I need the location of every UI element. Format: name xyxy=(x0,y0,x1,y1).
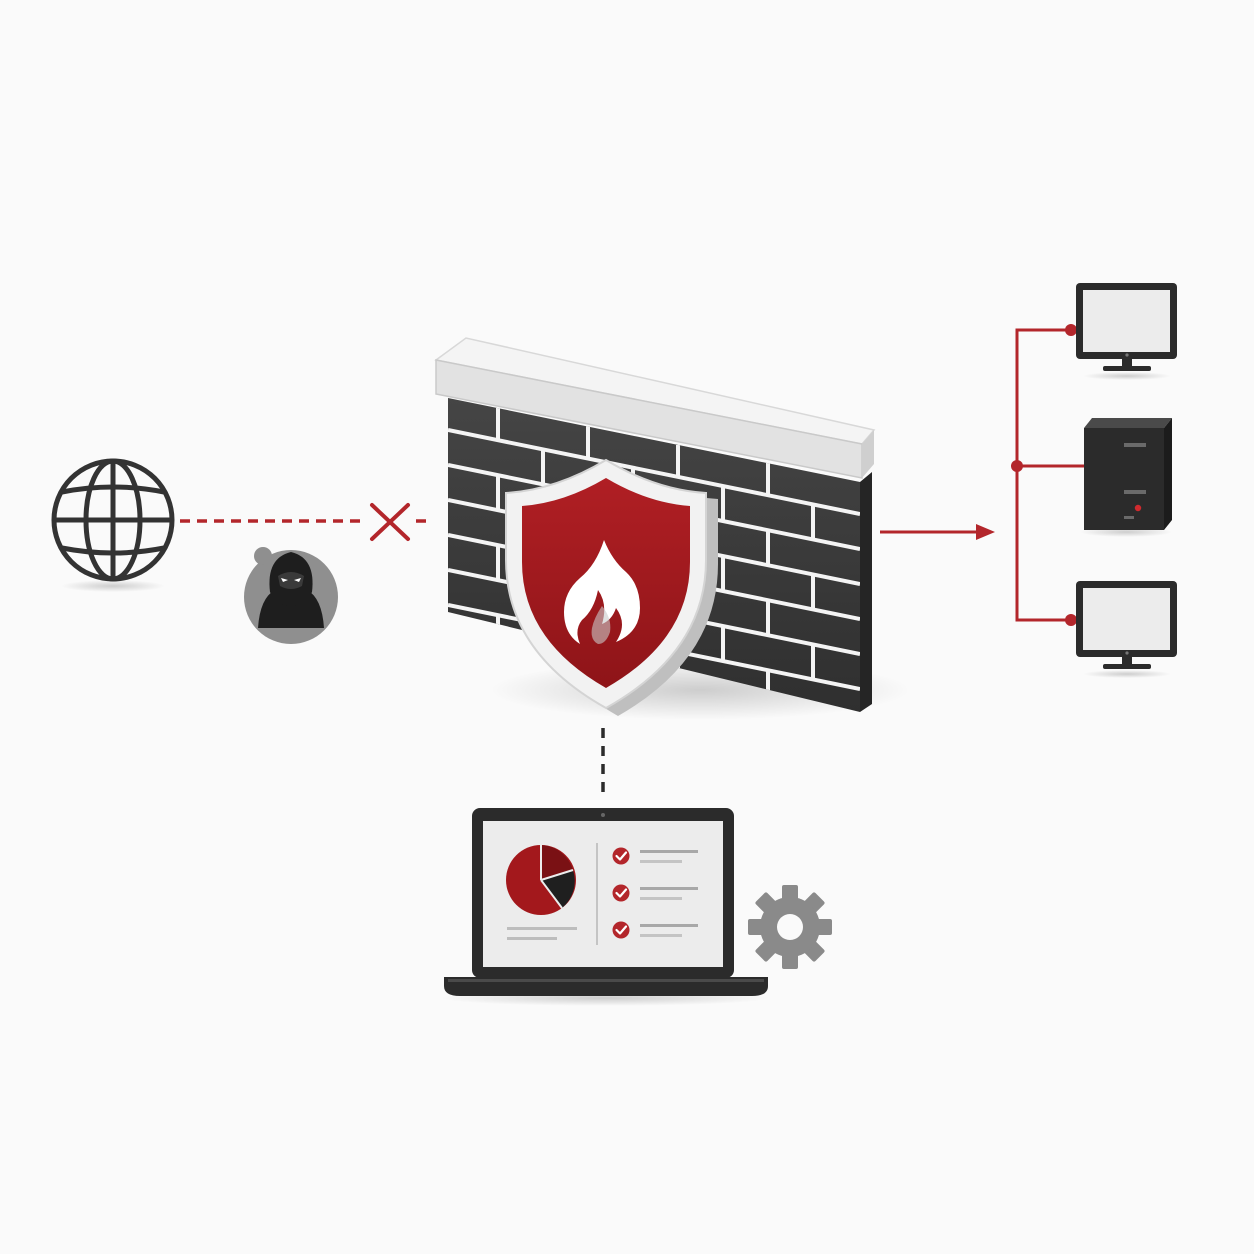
laptop-dashboard-icon xyxy=(440,808,770,1006)
gear-icon xyxy=(748,885,832,969)
internet-node xyxy=(51,458,175,592)
checklist xyxy=(612,847,698,939)
checklist-line xyxy=(640,860,682,863)
allowed-connection xyxy=(880,524,995,540)
server-tower-icon xyxy=(1080,418,1172,537)
firewall-node xyxy=(434,337,910,720)
flame-icon xyxy=(564,540,640,644)
pie-chart-icon xyxy=(506,845,576,915)
monitor-icon xyxy=(1076,283,1177,380)
chart-caption-line xyxy=(507,927,577,930)
globe-icon xyxy=(51,458,175,582)
chart-caption-line xyxy=(507,937,557,940)
monitor-icon xyxy=(1076,581,1177,678)
hacker-icon xyxy=(244,547,338,644)
check-circle-icon xyxy=(612,847,630,865)
checklist-line xyxy=(640,897,682,900)
check-circle-icon xyxy=(612,884,630,902)
shield-flame-icon xyxy=(505,458,718,716)
arrow-head-icon xyxy=(976,524,995,540)
checklist-line xyxy=(640,934,682,937)
network-bus xyxy=(1015,328,1084,622)
checklist-line xyxy=(640,850,698,853)
check-circle-icon xyxy=(612,921,630,939)
globe-shadow xyxy=(61,580,165,592)
checklist-line xyxy=(640,887,698,890)
wall-coping-end xyxy=(862,430,874,478)
blocked-connection xyxy=(180,503,432,541)
wall-end-face xyxy=(860,472,872,712)
checklist-line xyxy=(640,924,698,927)
x-mark-icon xyxy=(370,503,410,541)
network-junctions xyxy=(1011,324,1077,626)
